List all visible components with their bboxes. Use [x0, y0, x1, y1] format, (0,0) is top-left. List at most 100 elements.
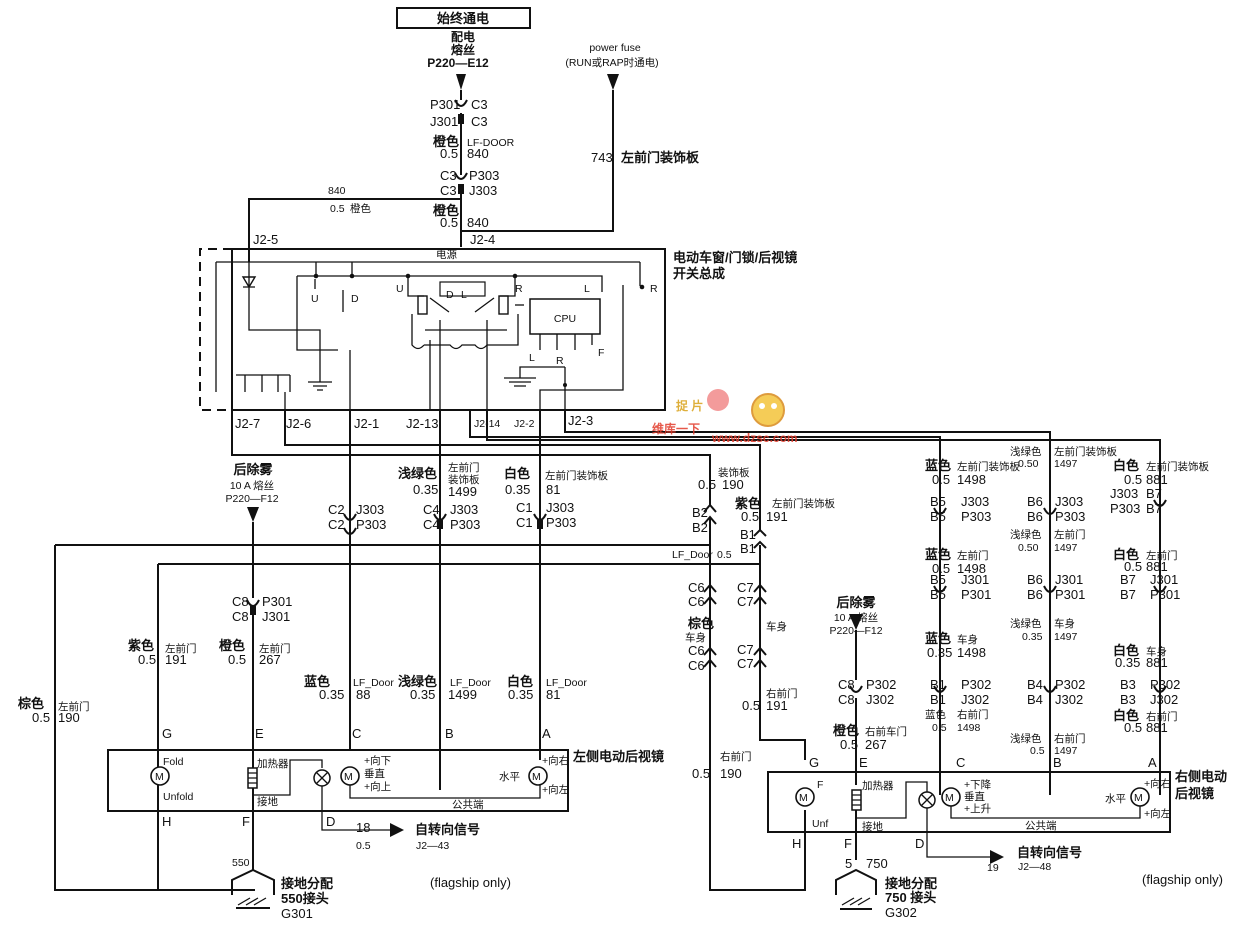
horiz-motor-icon [528, 766, 548, 786]
fuse-arrow-icon [456, 74, 466, 90]
rc1-color: 蓝色 [925, 458, 951, 473]
pin-j2-7: J2-7 [235, 416, 260, 431]
fold-label: Fold [163, 756, 184, 768]
c8-label-b: C8 [232, 609, 249, 624]
b1r-j302: J302 [961, 692, 989, 707]
lm-blue-n: 88 [356, 687, 370, 702]
rc3-g-2: 0.5 [1124, 559, 1142, 574]
p303-label: P303 [469, 168, 499, 183]
b4-label-b: B4 [1027, 692, 1043, 707]
r-fold-motor-icon [795, 787, 815, 807]
svg-text:M: M [344, 771, 353, 783]
b5-label: B5 [930, 494, 946, 509]
rc2-color: 浅绿色 [1010, 445, 1042, 458]
watermark-mascot-icon [751, 393, 785, 427]
rm-pin-c: C [956, 755, 965, 770]
b5-p303: P303 [961, 509, 991, 524]
rm-right-label: +向右 [1144, 777, 1171, 790]
lm-purple-n: 191 [165, 652, 187, 667]
lm-white-loc: LF_Door [546, 677, 587, 689]
rc3-color-3: 白色 [1113, 643, 1139, 658]
g05-label: 0.5 [330, 203, 345, 215]
rm-g302: G302 [885, 905, 917, 920]
watermark-url: www.dzsc.com [711, 431, 798, 445]
c8-p301: P301 [262, 594, 292, 609]
rc1-n: 1498 [957, 472, 986, 487]
right-mirror: G E C B A 右侧电动 后视镜 M F Unf 加热器 接地 M +下降 … [767, 755, 1227, 920]
pin-j2-13: J2-13 [406, 416, 439, 431]
lm-pin-e: E [255, 726, 264, 741]
j2-5-label: J2-5 [253, 232, 278, 247]
right-mirror-title: 右侧电动 [1174, 769, 1227, 784]
r-orange-g: 0.5 [840, 737, 858, 752]
b6-label-b: B6 [1027, 509, 1043, 524]
cpu-l: L [529, 352, 535, 364]
c1-p303: P303 [546, 515, 576, 530]
switch-u: U [311, 293, 319, 305]
rc8-label-b: C8 [838, 692, 855, 707]
rfd2-label: 右前门 [720, 750, 752, 763]
horiz-label: 水平 [499, 771, 520, 783]
switch-r-2: R [515, 283, 523, 295]
wire-gauge-label: 0.5 [440, 146, 458, 161]
lm-purple-loc: 左前门 [165, 642, 197, 655]
vert-label: 垂直 [364, 767, 385, 780]
rfd-label: 右前门 [766, 687, 798, 700]
rc3-g-4: 0.5 [1124, 720, 1142, 735]
rm-pin-g: G [809, 755, 819, 770]
b1r-label-b: B1 [930, 692, 946, 707]
r-horiz-motor-icon [1130, 787, 1150, 807]
lm-flagship-label: (flagship only) [430, 875, 511, 890]
connector-icon [454, 99, 468, 107]
left-label: +向左 [542, 783, 569, 796]
rc1-g: 0.5 [932, 472, 950, 487]
b7-label: B7 [1146, 486, 1162, 501]
c4-label: C4 [423, 502, 440, 517]
rc2-color-4: 浅绿色 [1010, 732, 1042, 745]
rc3-color-2: 白色 [1113, 547, 1139, 562]
switch-r-3: R [650, 283, 658, 295]
switch-subtitle: 开关总成 [673, 266, 725, 281]
c2-j303: J303 [356, 502, 384, 517]
fold-motor-icon [150, 766, 170, 786]
right-mirror-box [767, 771, 1171, 833]
sig-gauge: 0.5 [356, 840, 371, 852]
purple-n: 191 [766, 509, 788, 524]
lm-lgreen: 浅绿色 [398, 674, 437, 689]
ground-icon [308, 381, 332, 391]
lm-brown-g: 0.5 [32, 710, 50, 725]
j301-label: J301 [430, 114, 458, 129]
white-label: 白色 [504, 466, 530, 481]
rm-flagship-label: (flagship only) [1142, 872, 1223, 887]
dist-fuse-label: 配电 [451, 29, 475, 44]
pin-j2-2: J2-2 [514, 418, 535, 430]
rc1-g-2: 0.5 [932, 561, 950, 576]
brown-label: 棕色 [687, 616, 714, 631]
lm-lgreen-g: 0.35 [410, 687, 435, 702]
rc3-loc-2: 左前门 [1146, 549, 1178, 562]
lm-blue-g: 0.35 [319, 687, 344, 702]
trim-g: 0.5 [698, 477, 716, 492]
b3-label: B3 [1120, 677, 1136, 692]
rm-f-label: F [817, 779, 823, 791]
white-g: 0.35 [505, 482, 530, 497]
c2-label-b: C2 [328, 517, 345, 532]
vert-down-label: +向下 [364, 754, 391, 767]
rm-pin-a: A [1148, 755, 1157, 770]
lm-purple: 紫色 [128, 638, 154, 653]
rc3-j303: J303 [1110, 486, 1138, 501]
switch-u-2: U [396, 283, 404, 295]
rfd-g: 0.5 [742, 698, 760, 713]
rc2-g-4: 0.5 [1030, 745, 1045, 757]
lm-lgreen-n: 1499 [448, 687, 477, 702]
switch-d: D [351, 293, 359, 305]
c3-label-2: C3 [471, 114, 488, 129]
lm-pin-d: D [326, 814, 335, 829]
c2-label: C2 [328, 502, 345, 517]
rc2-n-2: 1497 [1054, 542, 1078, 554]
b6-label-d: B6 [1027, 587, 1043, 602]
rc2-g-3: 0.35 [1022, 631, 1043, 643]
c7-label-d: C7 [737, 656, 754, 671]
power-fuse-note: (RUN或RAP时通电) [565, 56, 658, 69]
rc2-color-3: 浅绿色 [1010, 617, 1042, 630]
